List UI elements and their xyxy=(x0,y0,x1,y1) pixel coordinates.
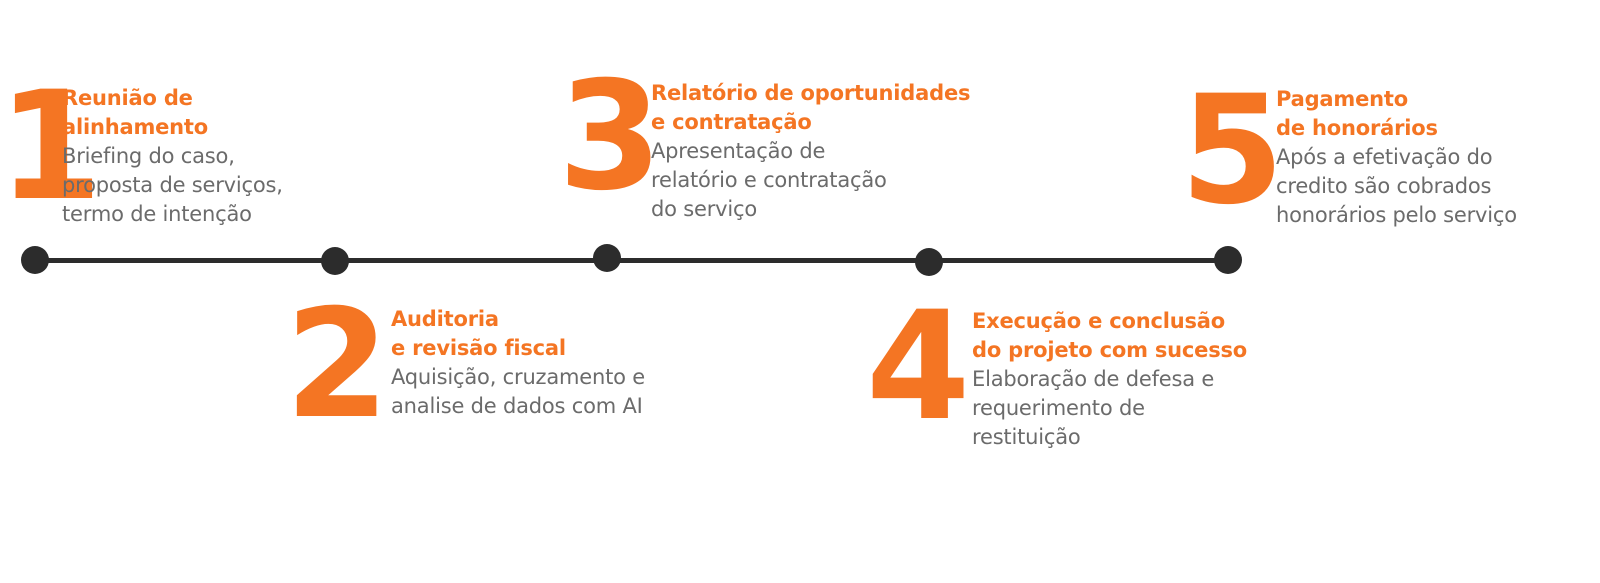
timeline-dot-5 xyxy=(1214,246,1242,274)
step-number: 1 xyxy=(0,60,102,234)
step-number: 5 xyxy=(1180,64,1284,238)
timeline-dot-4 xyxy=(915,248,943,276)
step-number: 4 xyxy=(866,280,970,454)
step-description: Aquisição, cruzamento e analise de dados… xyxy=(391,365,646,418)
step-description: Briefing do caso, proposta de serviços, … xyxy=(62,144,283,226)
step-description: Após a efetivação do credito são cobrado… xyxy=(1276,145,1517,227)
timeline-dot-2 xyxy=(321,247,349,275)
step-title: Reunião de alinhamento xyxy=(62,86,208,139)
timeline-dot-1 xyxy=(21,246,49,274)
timeline-line xyxy=(35,258,1230,263)
step-title: Execução e conclusão do projeto com suce… xyxy=(972,309,1248,362)
step-title: Pagamento de honorários xyxy=(1276,87,1438,140)
step-number: 3 xyxy=(558,50,662,224)
step-number: 2 xyxy=(285,278,389,452)
step-title: Relatório de oportunidades e contratação xyxy=(651,81,971,134)
step-description: Elaboração de defesa e requerimento de r… xyxy=(972,367,1215,449)
step-title: Auditoria e revisão fiscal xyxy=(391,307,566,360)
step-description: Apresentação de relatório e contratação … xyxy=(651,139,887,221)
timeline-dot-3 xyxy=(593,244,621,272)
